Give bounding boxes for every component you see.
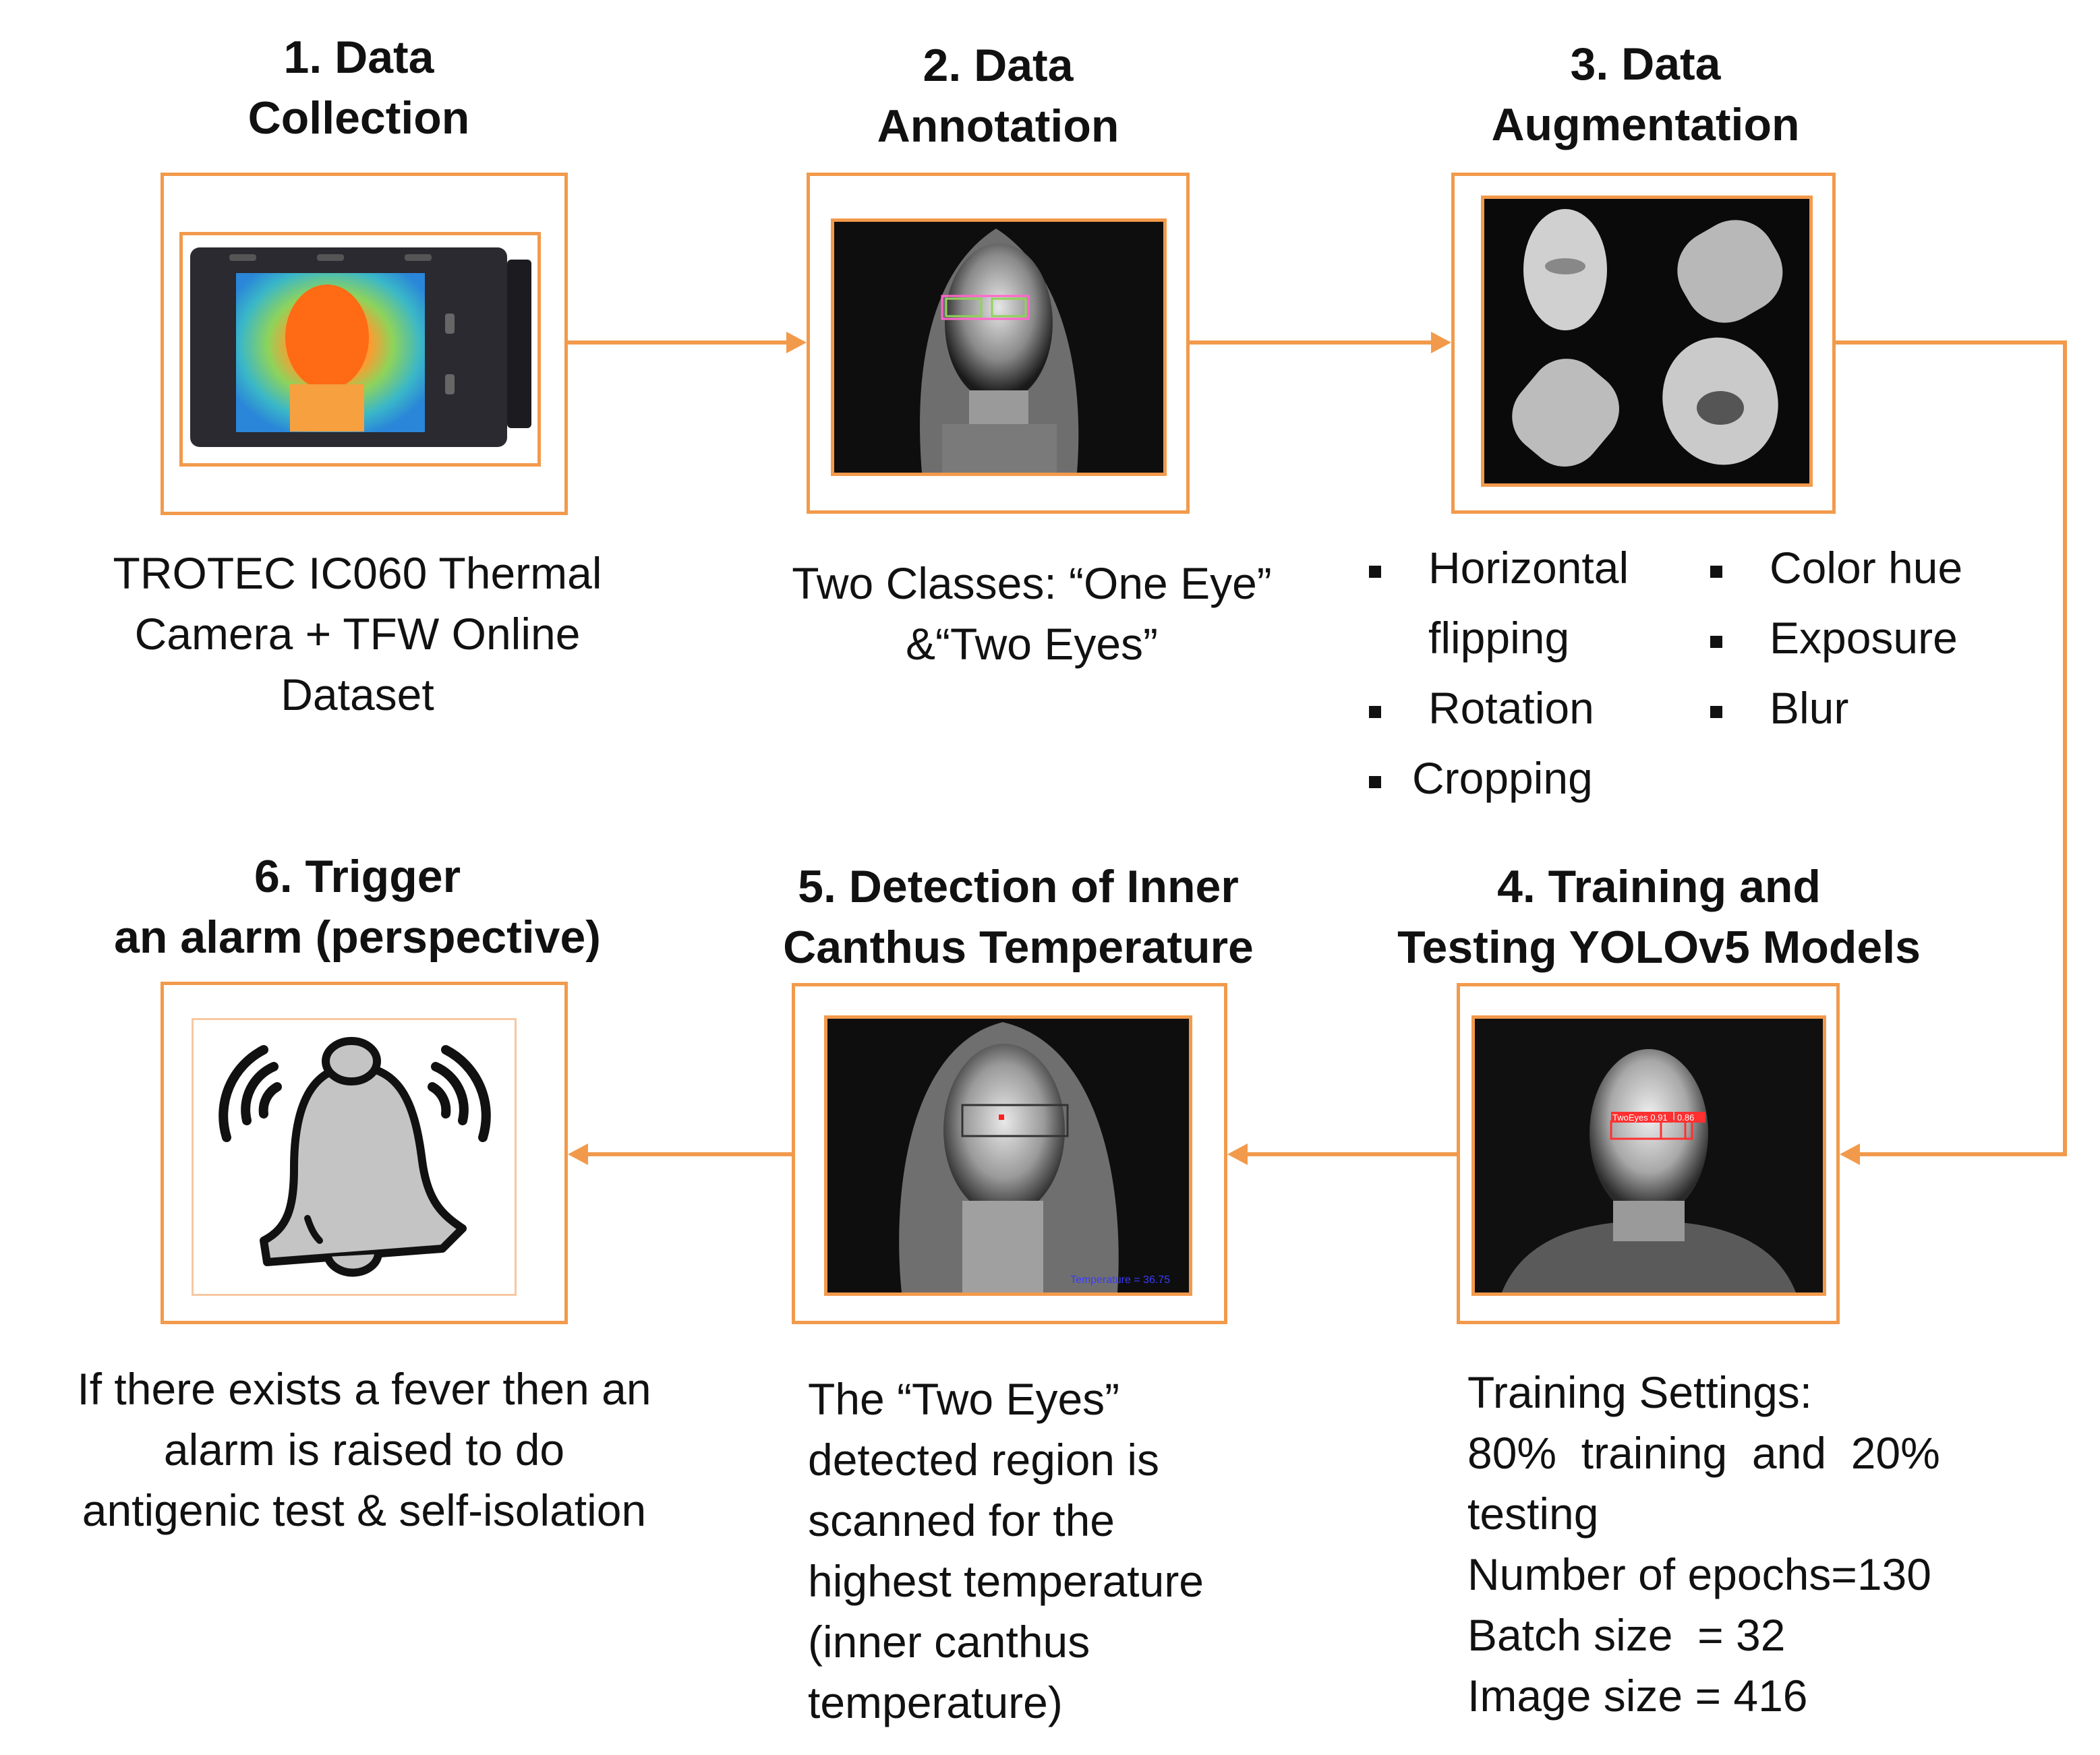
- list-item: Exposure: [1710, 603, 1958, 673]
- step6-title: 6. Trigger an alarm (perspective): [114, 851, 601, 963]
- detection-label: TwoEyes 0.91: [1612, 1112, 1668, 1123]
- arrowhead-icon: [1227, 1143, 1248, 1165]
- detection-score: 0.86: [1677, 1112, 1694, 1123]
- arrowhead-icon: [1840, 1143, 1860, 1165]
- bullet-icon: [1369, 565, 1381, 578]
- augmentation-list: Horizontal flipping Rotation Cropping Co…: [1369, 533, 2097, 829]
- list-item: Cropping: [1369, 743, 1593, 813]
- bullet-icon: [1369, 775, 1381, 788]
- annotation-image: [831, 218, 1167, 476]
- bullet-icon: [1710, 565, 1722, 578]
- step1-caption: TROTEC IC060 Thermal Camera + TFW Online…: [113, 548, 602, 719]
- bullet-icon: [1710, 635, 1722, 648]
- arrowhead-icon: [1431, 332, 1451, 353]
- list-item: Color hue: [1710, 533, 1962, 603]
- bell-icon: [218, 1037, 491, 1277]
- step1-title: 1. Data Collection: [247, 32, 470, 144]
- step6-caption: If there exists a fever then an alarm is…: [77, 1364, 651, 1535]
- augmentation-image: [1481, 196, 1813, 487]
- bullet-icon: [1710, 705, 1722, 718]
- step4-title: 4. Training and Testing YOLOv5 Models: [1397, 861, 1921, 973]
- training-image: TwoEyes 0.91 0.86: [1471, 1015, 1826, 1296]
- list-item: Horizontal: [1369, 533, 1629, 603]
- temperature-overlay: Temperature = 36.75: [1070, 1274, 1170, 1286]
- training-settings: Training Settings: 80% training and 20% …: [1467, 1367, 1940, 1721]
- step5-title: 5. Detection of Inner Canthus Temperatur…: [783, 861, 1254, 973]
- detection-image: Temperature = 36.75: [824, 1015, 1192, 1296]
- bullet-icon: [1369, 705, 1381, 718]
- step2-caption: Two Classes: “One Eye” &“Two Eyes”: [792, 558, 1272, 669]
- thermal-camera-image: [190, 247, 531, 447]
- step3-title: 3. Data Augmentation: [1491, 38, 1800, 150]
- list-item: Blur: [1710, 673, 1848, 743]
- step5-caption: The “Two Eyes” detected region is scanne…: [808, 1374, 1204, 1727]
- list-item: Rotation: [1369, 673, 1594, 743]
- arrowhead-icon: [786, 332, 807, 353]
- arrow-3-to-4: [1836, 340, 2067, 1156]
- step2-title: 2. Data Annotation: [877, 40, 1119, 152]
- arrowhead-icon: [568, 1143, 588, 1165]
- list-item: flipping: [1428, 613, 1570, 663]
